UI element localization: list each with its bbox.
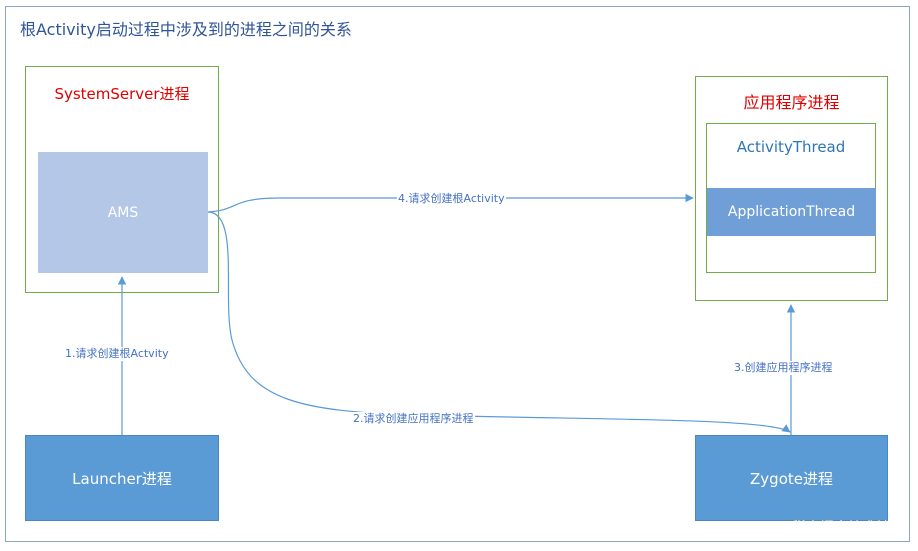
edge-label-4: 4.请求创建根Activity <box>397 192 506 206</box>
edge-label-3: 3.创建应用程序进程 <box>733 361 834 375</box>
edge-label-2: 2.请求创建应用程序进程 <box>352 412 475 426</box>
activity-thread-label: ActivityThread <box>736 138 846 156</box>
launcher-node: Launcher进程 <box>25 435 219 521</box>
app-process-label: 应用程序进程 <box>743 93 840 112</box>
edge-label-1: 1.请求创建根Actvity <box>64 347 170 361</box>
watermark: @稀土掘金技术社区 <box>778 520 904 536</box>
system-server-label: SystemServer进程 <box>54 85 190 103</box>
diagram-frame <box>5 6 910 542</box>
zygote-label: Zygote进程 <box>750 469 833 488</box>
edge-ams-to-application-thread <box>207 193 694 213</box>
diagram-title: 根Activity启动过程中涉及到的进程之间的关系 <box>20 20 352 39</box>
application-thread-node: ApplicationThread <box>707 188 876 236</box>
zygote-node: Zygote进程 <box>695 435 888 521</box>
ams-node: AMS <box>38 152 208 273</box>
edge-ams-to-zygote <box>207 211 791 433</box>
launcher-label: Launcher进程 <box>72 469 172 488</box>
application-thread-label: ApplicationThread <box>727 204 856 220</box>
ams-label: AMS <box>107 204 139 221</box>
